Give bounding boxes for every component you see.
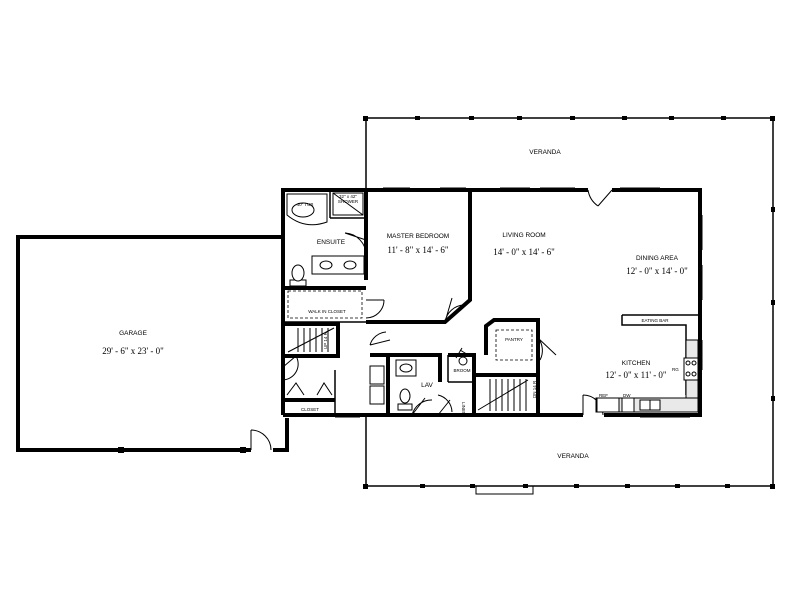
dishwasher-icon bbox=[621, 397, 635, 413]
living-room-dims: 14' - 0" x 14' - 6" bbox=[493, 247, 555, 257]
interior-walls bbox=[281, 190, 557, 416]
ensuite-label: ENSUITE bbox=[317, 239, 346, 246]
ensuite-fixtures bbox=[286, 192, 365, 319]
veranda-top-label: VERANDA bbox=[529, 149, 561, 156]
stair-up-label: UP 14 R bbox=[323, 331, 328, 349]
dining-area-dims: 12' - 0" x 14' - 0" bbox=[626, 266, 688, 276]
garage-door-swing bbox=[250, 429, 272, 451]
closet-label: CLOSET bbox=[301, 407, 319, 412]
toilet-icon bbox=[289, 264, 307, 287]
broom-closet-icon bbox=[458, 356, 468, 366]
veranda-outline bbox=[363, 116, 775, 495]
vanity-icon bbox=[311, 255, 365, 275]
dining-area-label: DINING AREA bbox=[636, 255, 679, 262]
walk-in-closet-label: WALK IN CLOSET bbox=[308, 309, 346, 314]
garage-dims: 29' - 6" x 23' - 0" bbox=[102, 346, 164, 356]
stair-right bbox=[477, 379, 529, 411]
kitchen-counters bbox=[595, 314, 700, 413]
dryer-icon bbox=[369, 385, 385, 405]
pantry-shelf bbox=[495, 329, 533, 361]
kitchen-label: KITCHEN bbox=[622, 360, 651, 367]
master-bedroom-label: MASTER BEDROOM bbox=[387, 233, 449, 240]
tub-label: 40" TUB bbox=[297, 202, 314, 207]
house-exterior bbox=[281, 187, 703, 418]
pantry-label: PANTRY bbox=[505, 337, 523, 342]
veranda-bottom-label: VERANDA bbox=[557, 453, 589, 460]
range-icon bbox=[683, 357, 699, 381]
tub-icon bbox=[286, 193, 328, 226]
lav-toilet-icon bbox=[397, 388, 413, 411]
garage bbox=[16, 235, 289, 453]
eating-bar-label: EATING BAR bbox=[642, 318, 670, 323]
lav-sink-icon bbox=[395, 359, 417, 377]
shower-label: 32" x 42" SHOWER bbox=[337, 194, 359, 204]
refrigerator-label: REF bbox=[599, 393, 608, 398]
washer-icon bbox=[369, 365, 385, 385]
veranda-posts bbox=[363, 116, 775, 489]
master-bedroom-dims: 11' - 8" x 14' - 6" bbox=[387, 245, 449, 255]
refrigerator-icon bbox=[596, 397, 620, 413]
walk-in-closet-shelf bbox=[287, 290, 363, 319]
broom-label: BROOM bbox=[453, 368, 470, 373]
garage-label: GARAGE bbox=[119, 330, 147, 337]
living-room-label: LIVING ROOM bbox=[502, 232, 545, 239]
range-label: RG bbox=[672, 367, 679, 372]
kitchen-dims: 12' - 0" x 11' - 0" bbox=[605, 370, 667, 380]
lav-fixtures bbox=[369, 356, 468, 411]
linen-label: LINEN bbox=[461, 402, 466, 415]
stair-down-label: DN 14 R bbox=[532, 380, 537, 398]
stair-left bbox=[287, 327, 335, 353]
dishwasher-label: DW bbox=[623, 393, 631, 398]
lav-label: LAV bbox=[421, 382, 433, 389]
veranda-steps bbox=[475, 485, 534, 495]
